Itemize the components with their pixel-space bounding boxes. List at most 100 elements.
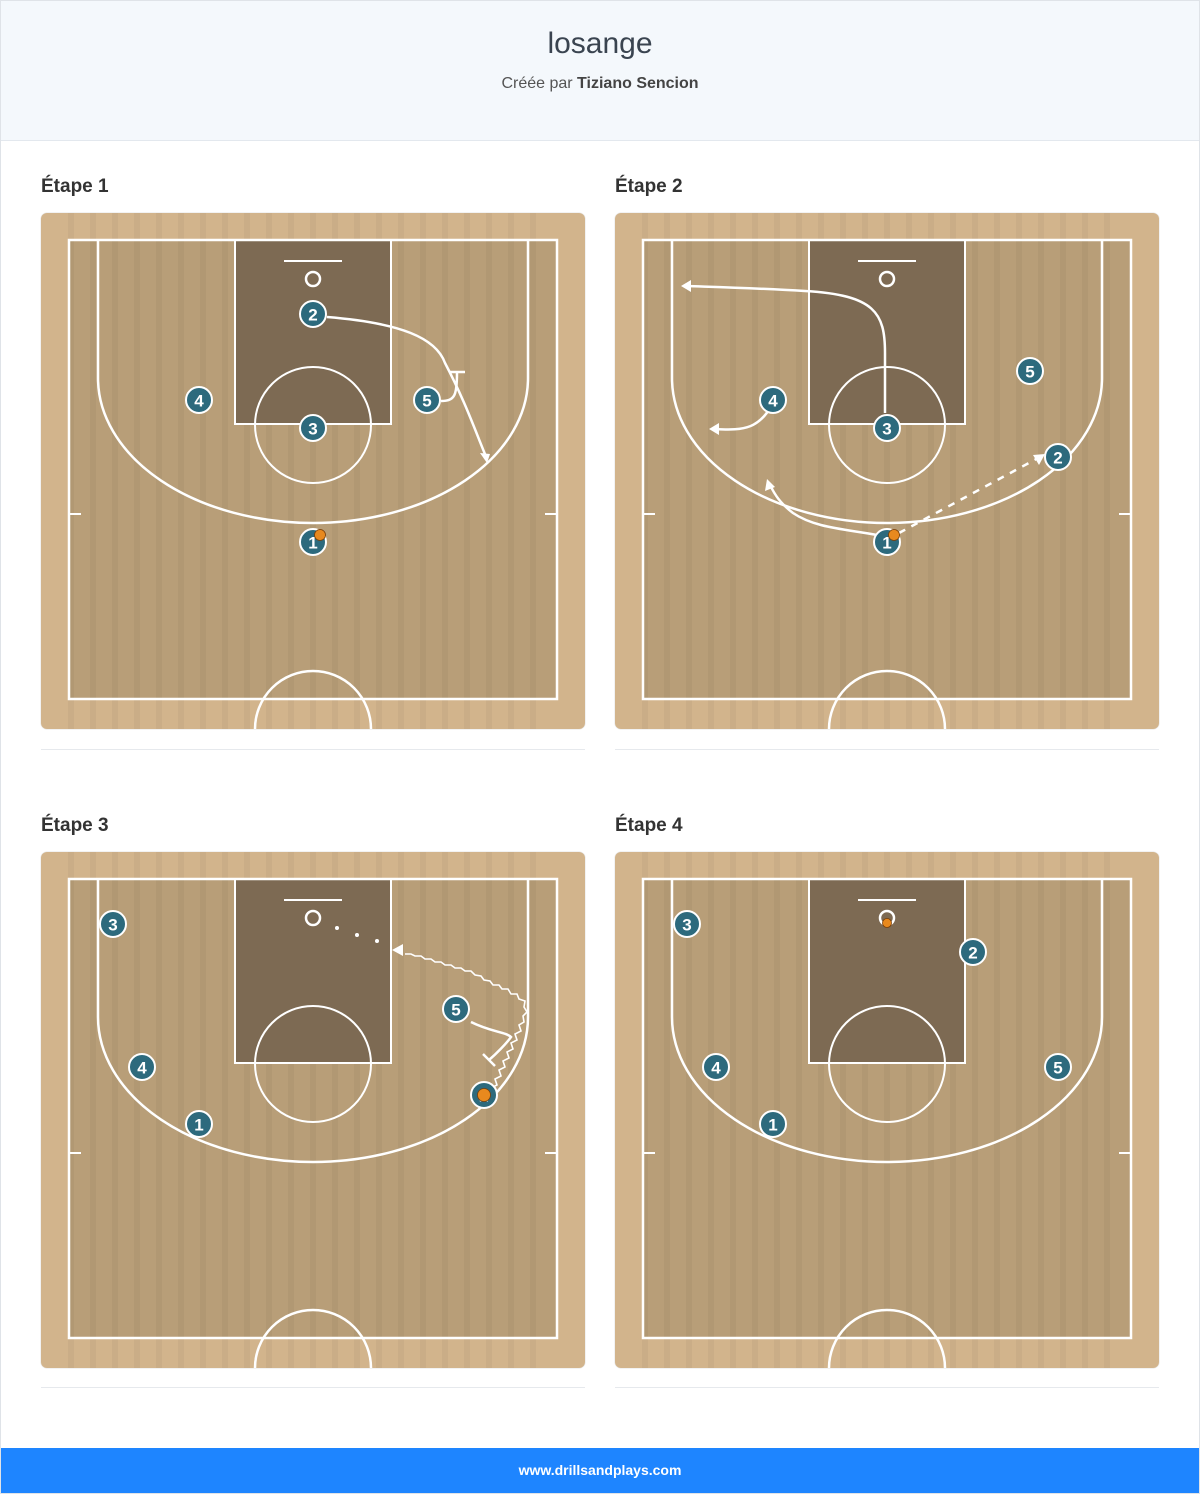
player-5: 5 <box>1016 357 1044 385</box>
basketball-icon <box>882 918 892 928</box>
player-3: 3 <box>673 910 701 938</box>
free-throw-circle <box>254 366 372 484</box>
player-4: 4 <box>759 386 787 414</box>
court-base <box>41 213 585 729</box>
paint-area <box>808 878 966 1064</box>
player-label: 3 <box>882 420 891 439</box>
player-2: 2 <box>1044 443 1072 471</box>
court-lines <box>641 877 1133 1340</box>
player-4: 4 <box>128 1053 156 1081</box>
basket-hoop <box>878 270 896 288</box>
step-2-diagram: 4 5 3 2 1 <box>615 213 1159 729</box>
paint-area <box>234 878 392 1064</box>
player-label: 4 <box>768 392 778 411</box>
separator <box>41 1387 585 1388</box>
player-1: 1 <box>759 1110 787 1138</box>
step-4-diagram: 3 2 4 5 1 <box>615 852 1159 1368</box>
player-label: 1 <box>308 534 317 553</box>
player-label: 2 <box>308 306 317 325</box>
player-5: 5 <box>442 995 470 1023</box>
player-label: 5 <box>451 1001 460 1020</box>
dribble-path <box>405 953 529 1089</box>
court-lines <box>67 877 559 1340</box>
court-base <box>41 852 585 1368</box>
center-circle <box>253 669 373 729</box>
screen-path <box>470 1020 513 1061</box>
author-line: Créée par Tiziano Sencion <box>1 75 1199 93</box>
player-1: 1 <box>873 528 901 556</box>
basketball-icon <box>888 529 900 541</box>
player-5: 5 <box>1044 1053 1072 1081</box>
arrow-head <box>709 423 719 435</box>
player-label: 2 <box>968 944 977 963</box>
step-1-court: 2 4 5 3 1 <box>41 213 585 729</box>
free-throw-circle <box>254 1005 372 1123</box>
step-3-title: Étape 3 <box>41 815 109 836</box>
arrow-head <box>1033 454 1045 465</box>
author-name: Tiziano Sencion <box>577 75 699 92</box>
player-label: 3 <box>108 916 117 935</box>
player-3: 3 <box>99 910 127 938</box>
three-point-line <box>670 240 1104 525</box>
cut-path <box>326 315 489 460</box>
paint-area <box>234 239 392 425</box>
created-by-label: Créée par <box>501 75 573 92</box>
player-3: 3 <box>873 414 901 442</box>
player-2: 2 <box>470 1081 498 1109</box>
player-1: 1 <box>185 1110 213 1138</box>
shot-dot <box>375 939 379 943</box>
player-5: 5 <box>413 386 441 414</box>
arrow-head <box>480 453 490 463</box>
court-lines <box>67 238 559 701</box>
court-base <box>615 852 1159 1368</box>
cut-path <box>686 284 887 413</box>
player-label: 3 <box>682 916 691 935</box>
player-label: 5 <box>422 392 431 411</box>
free-throw-circle <box>828 366 946 484</box>
player-label: 1 <box>882 534 891 553</box>
court-base <box>615 213 1159 729</box>
player-label: 1 <box>194 1116 203 1135</box>
arrow-head <box>681 280 691 292</box>
separator <box>615 1387 1159 1388</box>
court-lines <box>641 238 1133 701</box>
player-label: 3 <box>308 420 317 439</box>
step-3-diagram: 3 4 1 5 2 <box>41 852 585 1368</box>
player-1: 1 <box>299 528 327 556</box>
footer: www.drillsandplays.com <box>1 1448 1199 1493</box>
step-2-court: 4 5 3 2 1 <box>615 213 1159 729</box>
player-label: 4 <box>194 392 204 411</box>
player-label: 2 <box>1053 449 1062 468</box>
step-4-title: Étape 4 <box>615 815 683 836</box>
footer-link[interactable]: www.drillsandplays.com <box>518 1462 682 1478</box>
separator <box>41 749 585 750</box>
cut-path <box>768 484 878 537</box>
basketball-icon <box>314 529 326 541</box>
player-2: 2 <box>959 938 987 966</box>
page-title: losange <box>547 27 653 60</box>
page-header: losange Créée par Tiziano Sencion <box>1 1 1199 141</box>
step-1-diagram: 2 4 5 3 1 <box>41 213 585 729</box>
three-point-line <box>96 240 530 525</box>
player-label: 5 <box>1053 1059 1062 1078</box>
step-4-court: 3 2 4 5 1 <box>615 852 1159 1368</box>
player-label: 5 <box>1025 363 1034 382</box>
center-circle <box>827 1308 947 1368</box>
arrow-head <box>392 944 403 956</box>
player-4: 4 <box>702 1053 730 1081</box>
player-label: 1 <box>768 1116 777 1135</box>
step-2-title: Étape 2 <box>615 176 683 197</box>
center-circle <box>827 669 947 729</box>
step-1-title: Étape 1 <box>41 176 109 197</box>
free-throw-circle <box>828 1005 946 1123</box>
screen-mark <box>482 1053 496 1067</box>
player-label: 4 <box>137 1059 147 1078</box>
player-label: 4 <box>711 1059 721 1078</box>
three-point-line <box>670 879 1104 1164</box>
basket-hoop <box>304 909 322 927</box>
basketball-icon <box>477 1088 491 1102</box>
paint-area <box>808 239 966 425</box>
separator <box>615 749 1159 750</box>
arrow-head <box>765 479 775 491</box>
center-circle <box>253 1308 373 1368</box>
